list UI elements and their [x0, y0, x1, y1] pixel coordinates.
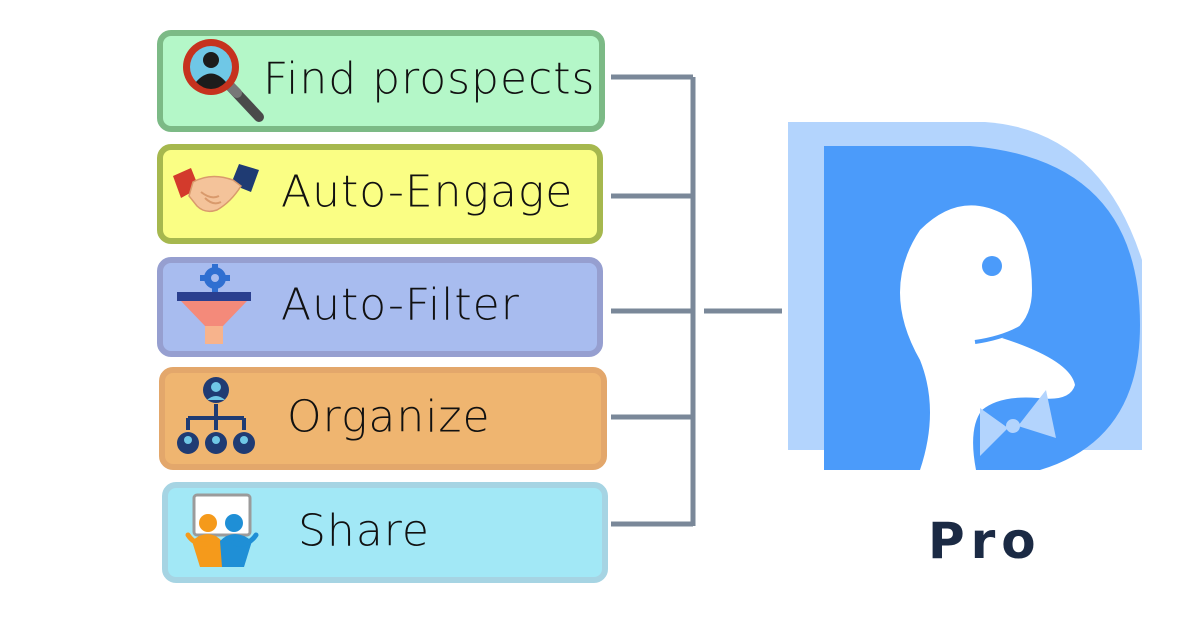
feature-label: Auto-Filter: [281, 279, 520, 331]
people-share-icon: [182, 491, 262, 575]
funnel-gear-icon: [175, 263, 253, 350]
feature-label: Auto-Engage: [281, 166, 574, 218]
feature-label: Find prospects: [263, 53, 596, 105]
feature-auto-engage: Auto-Engage: [157, 144, 603, 244]
feature-label: Organize: [287, 390, 491, 442]
brand-tagline: Pro: [928, 512, 1042, 570]
duck-logo: [770, 110, 1150, 484]
org-hierarchy-icon: [175, 376, 257, 462]
feature-share: Share: [162, 482, 608, 583]
feature-find-prospects: Find prospects: [157, 30, 605, 132]
feature-label: Share: [298, 504, 430, 556]
feature-auto-filter: Auto-Filter: [157, 257, 603, 357]
magnifier-person-icon: [179, 35, 265, 127]
feature-organize: Organize: [159, 367, 607, 470]
handshake-icon: [171, 162, 261, 226]
